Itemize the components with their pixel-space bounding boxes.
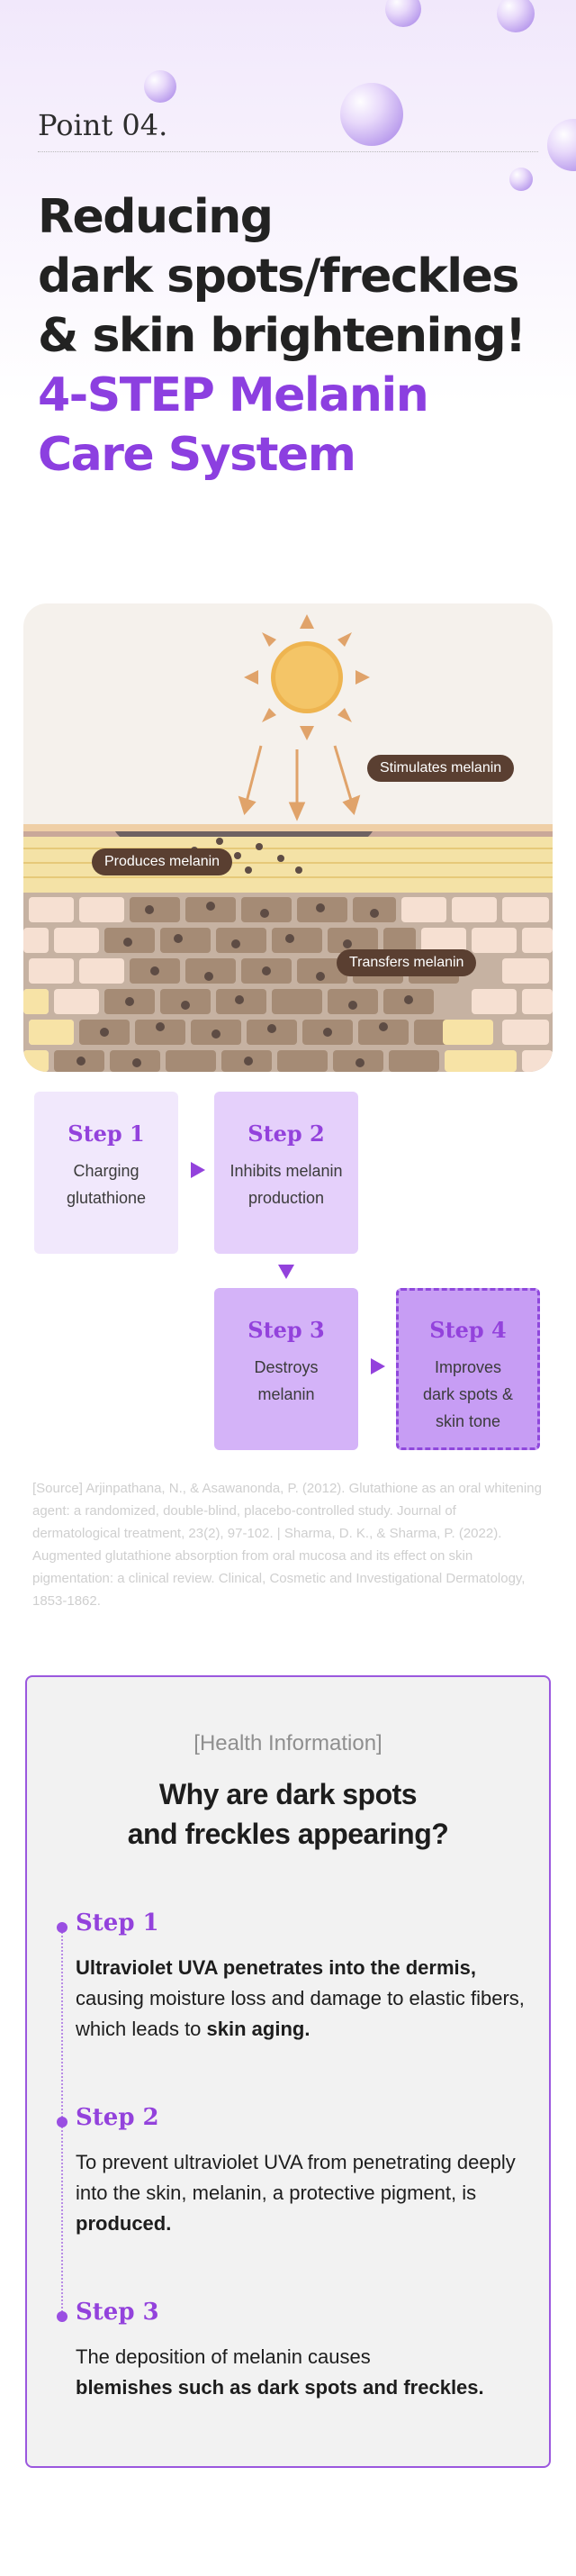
step-card-3: Step 3 Destroys melanin	[214, 1288, 358, 1450]
headline-highlight: Care System	[38, 428, 356, 482]
health-info-card: [Health Information] Why are dark spots …	[25, 1675, 551, 2468]
divider	[38, 151, 538, 152]
timeline-step-label: Step 2	[76, 2104, 159, 2131]
timeline-step-label: Step 1	[76, 1909, 159, 1937]
headline-line: Reducing	[38, 190, 274, 244]
section-tag: [Health Information]	[194, 1731, 382, 1755]
step-desc-line: Inhibits melanin	[230, 1162, 343, 1180]
timeline-step-text: To prevent ultraviolet UVA from penetrat…	[76, 2147, 526, 2239]
timeline-dot	[57, 2117, 68, 2127]
step-desc-line: melanin	[257, 1385, 315, 1403]
point-label: Point 04.	[38, 108, 168, 142]
decorative-orb	[509, 168, 533, 191]
sun-icon	[244, 614, 370, 740]
card-title-line: and freckles appearing?	[127, 1818, 449, 1850]
arrow-down-icon	[278, 1265, 294, 1279]
callout-produces-melanin: Produces melanin	[92, 848, 233, 875]
step-card-4: Step 4 Improves dark spots & skin tone	[396, 1288, 540, 1450]
body-text: The deposition of melanin causes	[76, 2345, 371, 2368]
skin-illustration	[23, 603, 553, 1072]
step-desc-line: Destroys	[254, 1358, 319, 1376]
decorative-orb	[497, 0, 535, 32]
step-desc-line: glutathione	[66, 1189, 147, 1207]
step-desc-line: Improves	[434, 1358, 502, 1376]
callout-transfers-melanin: Transfers melanin	[337, 949, 477, 976]
emphasis-text: skin aging.	[206, 2018, 310, 2040]
step-desc-line: dark spots &	[422, 1385, 514, 1403]
step-title: Step 1	[68, 1120, 145, 1147]
arrow-right-icon	[371, 1358, 385, 1374]
card-title: Why are dark spots and freckles appearin…	[27, 1774, 549, 1854]
step-desc-line: Charging	[73, 1162, 140, 1180]
step-desc-line: skin tone	[435, 1412, 501, 1430]
hero-section	[0, 0, 576, 576]
decorative-orb	[144, 70, 176, 103]
step-desc-line: production	[248, 1189, 325, 1207]
step-description: Improves dark spots & skin tone	[399, 1354, 537, 1435]
headline-line: & skin brightening!	[38, 309, 526, 363]
timeline-dot	[57, 1922, 68, 1933]
emphasis-text: Ultraviolet UVA penetrates into the derm…	[76, 1956, 476, 1979]
decorative-orb	[340, 83, 403, 146]
card-title-line: Why are dark spots	[158, 1778, 418, 1810]
timeline-step-text: The deposition of melanin causes blemish…	[76, 2342, 526, 2403]
step-description: Charging glutathione	[34, 1157, 178, 1211]
emphasis-text: blemishes such as dark spots and freckle…	[76, 2376, 484, 2399]
page-title: Reducing dark spots/freckles & skin brig…	[38, 187, 526, 485]
headline-line: dark spots/freckles	[38, 249, 519, 304]
step-title: Step 4	[429, 1317, 507, 1343]
step-title: Step 3	[248, 1317, 325, 1343]
step-title: Step 2	[248, 1120, 325, 1147]
timeline-step-label: Step 3	[76, 2299, 159, 2326]
source-citation: [Source] Arjinpathana, N., & Asawanonda,…	[32, 1481, 542, 1609]
step-card-2: Step 2 Inhibits melanin production	[214, 1092, 358, 1254]
step-card-1: Step 1 Charging glutathione	[34, 1092, 178, 1254]
timeline-dot	[57, 2311, 68, 2322]
decorative-orb	[547, 119, 576, 171]
step-description: Inhibits melanin production	[214, 1157, 358, 1211]
timeline-step-text: Ultraviolet UVA penetrates into the derm…	[76, 1953, 526, 2045]
skin-layers-graphic	[23, 745, 553, 1072]
emphasis-text: produced.	[76, 2212, 172, 2235]
callout-stimulates-melanin: Stimulates melanin	[367, 755, 515, 782]
step-description: Destroys melanin	[214, 1354, 358, 1408]
decorative-orb	[385, 0, 421, 27]
arrow-right-icon	[191, 1162, 205, 1178]
body-text: causing moisture loss and damage to elas…	[76, 1987, 525, 2040]
headline-highlight: 4-STEP Melanin	[38, 368, 429, 422]
body-text: To prevent ultraviolet UVA from penetrat…	[76, 2151, 516, 2204]
